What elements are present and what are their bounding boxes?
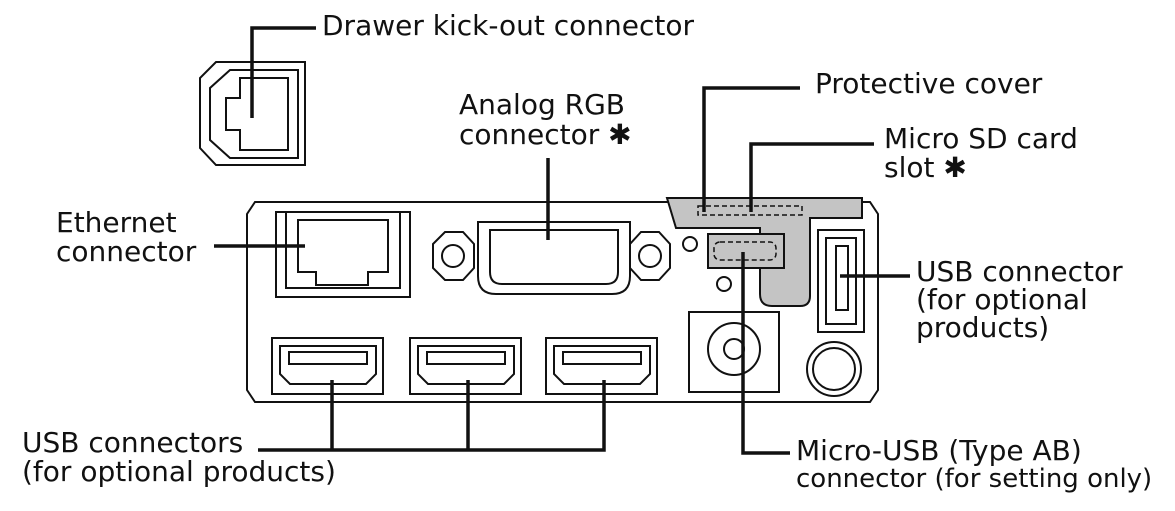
indicator-hole — [716, 276, 732, 292]
micro-usb-leader — [741, 252, 790, 455]
usb-port-bottom-1 — [271, 337, 384, 395]
usb-port-right — [817, 229, 865, 333]
micro-usb-port — [707, 233, 785, 269]
sd-label-line2: slot ✱ — [884, 151, 967, 184]
rgb-label-line1: Analog RGB — [459, 88, 626, 121]
usb-right-label-line3: products) — [916, 311, 1050, 344]
sd-leader — [749, 142, 874, 212]
sd-label-line1: Micro SD card — [884, 122, 1078, 155]
analog-rgb-port — [432, 221, 671, 295]
usb-port-bottom-2 — [409, 337, 522, 395]
usb-bottom-label-line1: USB connectors — [22, 426, 244, 459]
micro-usb-label-line1: Micro-USB (Type AB) — [796, 434, 1082, 467]
leader-lines — [214, 26, 910, 455]
micro-usb-label-line2: connector (for setting only) — [796, 464, 1153, 494]
usb-port-bottom-3 — [545, 337, 658, 395]
usb-right-label-line1: USB connector — [916, 255, 1123, 288]
usb-bottom-leader — [258, 380, 606, 452]
drawer-leader — [250, 26, 316, 118]
ethernet-label-line1: Ethernet — [56, 206, 177, 239]
usb-right-label-line2: (for optional — [916, 283, 1088, 316]
indicator-hole — [682, 236, 698, 252]
ethernet-port — [275, 211, 411, 298]
cover-leader — [702, 86, 800, 212]
cover-label: Protective cover — [815, 67, 1043, 100]
drawer-label: Drawer kick-out connector — [322, 9, 695, 42]
rgb-label-line2: connector ✱ — [459, 118, 632, 151]
usb-bottom-label-line2: (for optional products) — [22, 455, 336, 488]
round-button — [806, 341, 862, 397]
ethernet-label-line2: connector — [56, 235, 197, 268]
